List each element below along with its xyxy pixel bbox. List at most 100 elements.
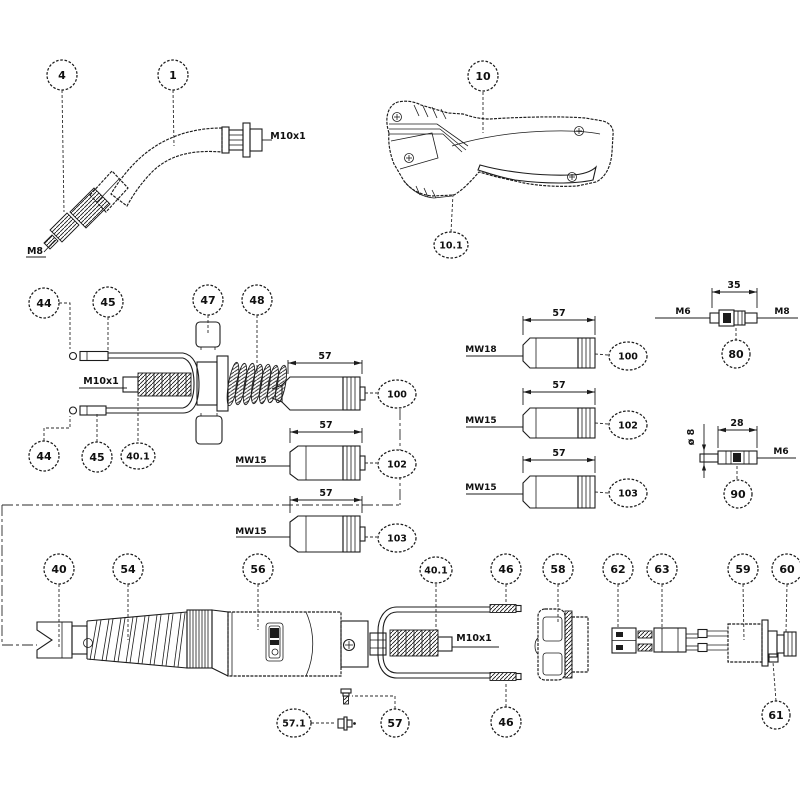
wire-tip-top-part [489,604,522,613]
callout-40-1-mid: 40.1 [120,442,156,470]
callout-10-1: 10.1 [433,231,469,259]
callout-46-bottom: 46 [490,706,522,738]
svg-text:44: 44 [36,297,52,310]
dim-57-mid-100: 57 [287,351,363,374]
insulator-block-bottom [195,413,223,445]
mid-body-assembly [68,321,287,445]
svg-text:57: 57 [318,351,331,362]
nozzle-102-mid-part: 57 MW15 [235,420,366,481]
callout-1: 1 [157,59,189,91]
callout-46-top: 46 [490,553,522,585]
control-cable-part [611,627,698,654]
mw15-mid-102-label: MW15 [235,456,266,466]
svg-text:4: 4 [58,69,66,82]
svg-text:1: 1 [169,69,177,82]
svg-text:46: 46 [498,563,514,576]
svg-text:40.1: 40.1 [126,452,149,463]
connector-body-part [227,611,342,677]
bottom-thread-label: M10x1 [456,633,491,644]
callout-10: 10 [467,60,499,92]
dim-57-right-102: 57 [522,380,596,405]
cable-fork-part [36,621,73,659]
swan-neck-part [69,122,263,229]
svg-text:58: 58 [550,563,565,576]
svg-text:80: 80 [728,348,744,361]
callout-40-1-bottom: 40.1 [419,556,453,584]
plug-assembly-part [697,619,797,667]
svg-text:28: 28 [730,418,744,429]
svg-text:100: 100 [618,352,638,363]
callout-103-mid: 103 [377,523,417,553]
svg-text:90: 90 [730,488,746,501]
knurled-nut-part [186,609,213,669]
wire-loop-part [377,606,490,679]
svg-text:45: 45 [100,296,115,309]
svg-text:60: 60 [779,563,795,576]
callout-61: 61 [761,700,791,730]
svg-text:57: 57 [319,420,332,431]
mw15-right-103-label: MW15 [465,483,496,493]
svg-text:57: 57 [552,448,565,459]
svg-text:57: 57 [552,308,565,319]
svg-text:103: 103 [387,534,407,545]
mw15-mid-103-label: MW15 [235,527,266,537]
callout-59: 59 [727,553,759,585]
callout-80: 80 [721,339,751,369]
adapter-80-part: 35 M6 M8 [655,280,798,327]
callout-56: 56 [242,553,274,585]
callout-45-bottom: 45 [81,441,113,473]
small-screw-571-part [337,716,356,731]
svg-text:46: 46 [498,716,514,729]
adapter-90-part: 28 ø 8 M6 [686,418,796,478]
svg-text:102: 102 [618,421,638,432]
adapter-80-m8-label: M8 [774,307,789,317]
dim-57-right-100: 57 [522,308,596,335]
svg-text:57: 57 [552,380,565,391]
neck-thread-label: M10x1 [270,131,305,142]
callout-62: 62 [602,553,634,585]
diffuser-thread-label: M8 [27,246,43,257]
callout-45-top: 45 [92,286,124,318]
svg-text:35: 35 [727,280,740,291]
svg-text:61: 61 [768,709,783,722]
dim-35-adapter-80: 35 [711,280,758,308]
adapter-80-m6-label: M6 [675,307,690,317]
handle-screws [392,112,584,182]
mid-thread-label: M10x1 [83,376,118,387]
svg-text:44: 44 [36,450,52,463]
callouts: 4 1 10 10.1 44 45 47 48 44 45 40.1 100 1… [28,59,800,738]
svg-text:57.1: 57.1 [282,719,305,730]
svg-text:63: 63 [654,563,669,576]
mw18-right-100-label: MW18 [465,345,496,355]
callout-102-right: 102 [608,410,648,440]
nozzle-100-right-part: 57 MW18 [465,308,596,369]
svg-text:ø 8: ø 8 [686,428,697,445]
wire-tip-bottom-part [489,672,522,681]
dim-57-right-103: 57 [522,448,596,473]
svg-text:59: 59 [735,563,750,576]
svg-text:57: 57 [319,488,332,499]
callout-100-mid: 100 [377,379,417,409]
thread-insert-bottom-part [389,629,453,657]
collar-58-part [534,608,589,681]
svg-text:45: 45 [89,451,104,464]
dim-28-adapter-90: 28 [717,418,758,448]
spring-part [226,361,287,407]
svg-text:102: 102 [387,460,407,471]
adapter-90-m6-label: M6 [773,447,788,457]
cable-assembly [36,604,522,731]
callout-58: 58 [542,553,574,585]
nozzle-102-right-part: 57 MW15 [465,380,596,439]
callout-90: 90 [723,479,753,509]
svg-text:54: 54 [120,563,136,576]
callout-102-mid: 102 [377,449,417,479]
svg-text:62: 62 [610,563,625,576]
strain-relief-spring-part [86,611,188,669]
set-screw-part [340,688,352,705]
plug-screw-part [768,653,779,663]
nozzle-103-right-part: 57 MW15 [465,448,596,509]
svg-text:48: 48 [249,294,264,307]
handle-part [386,100,614,199]
svg-text:47: 47 [200,294,215,307]
